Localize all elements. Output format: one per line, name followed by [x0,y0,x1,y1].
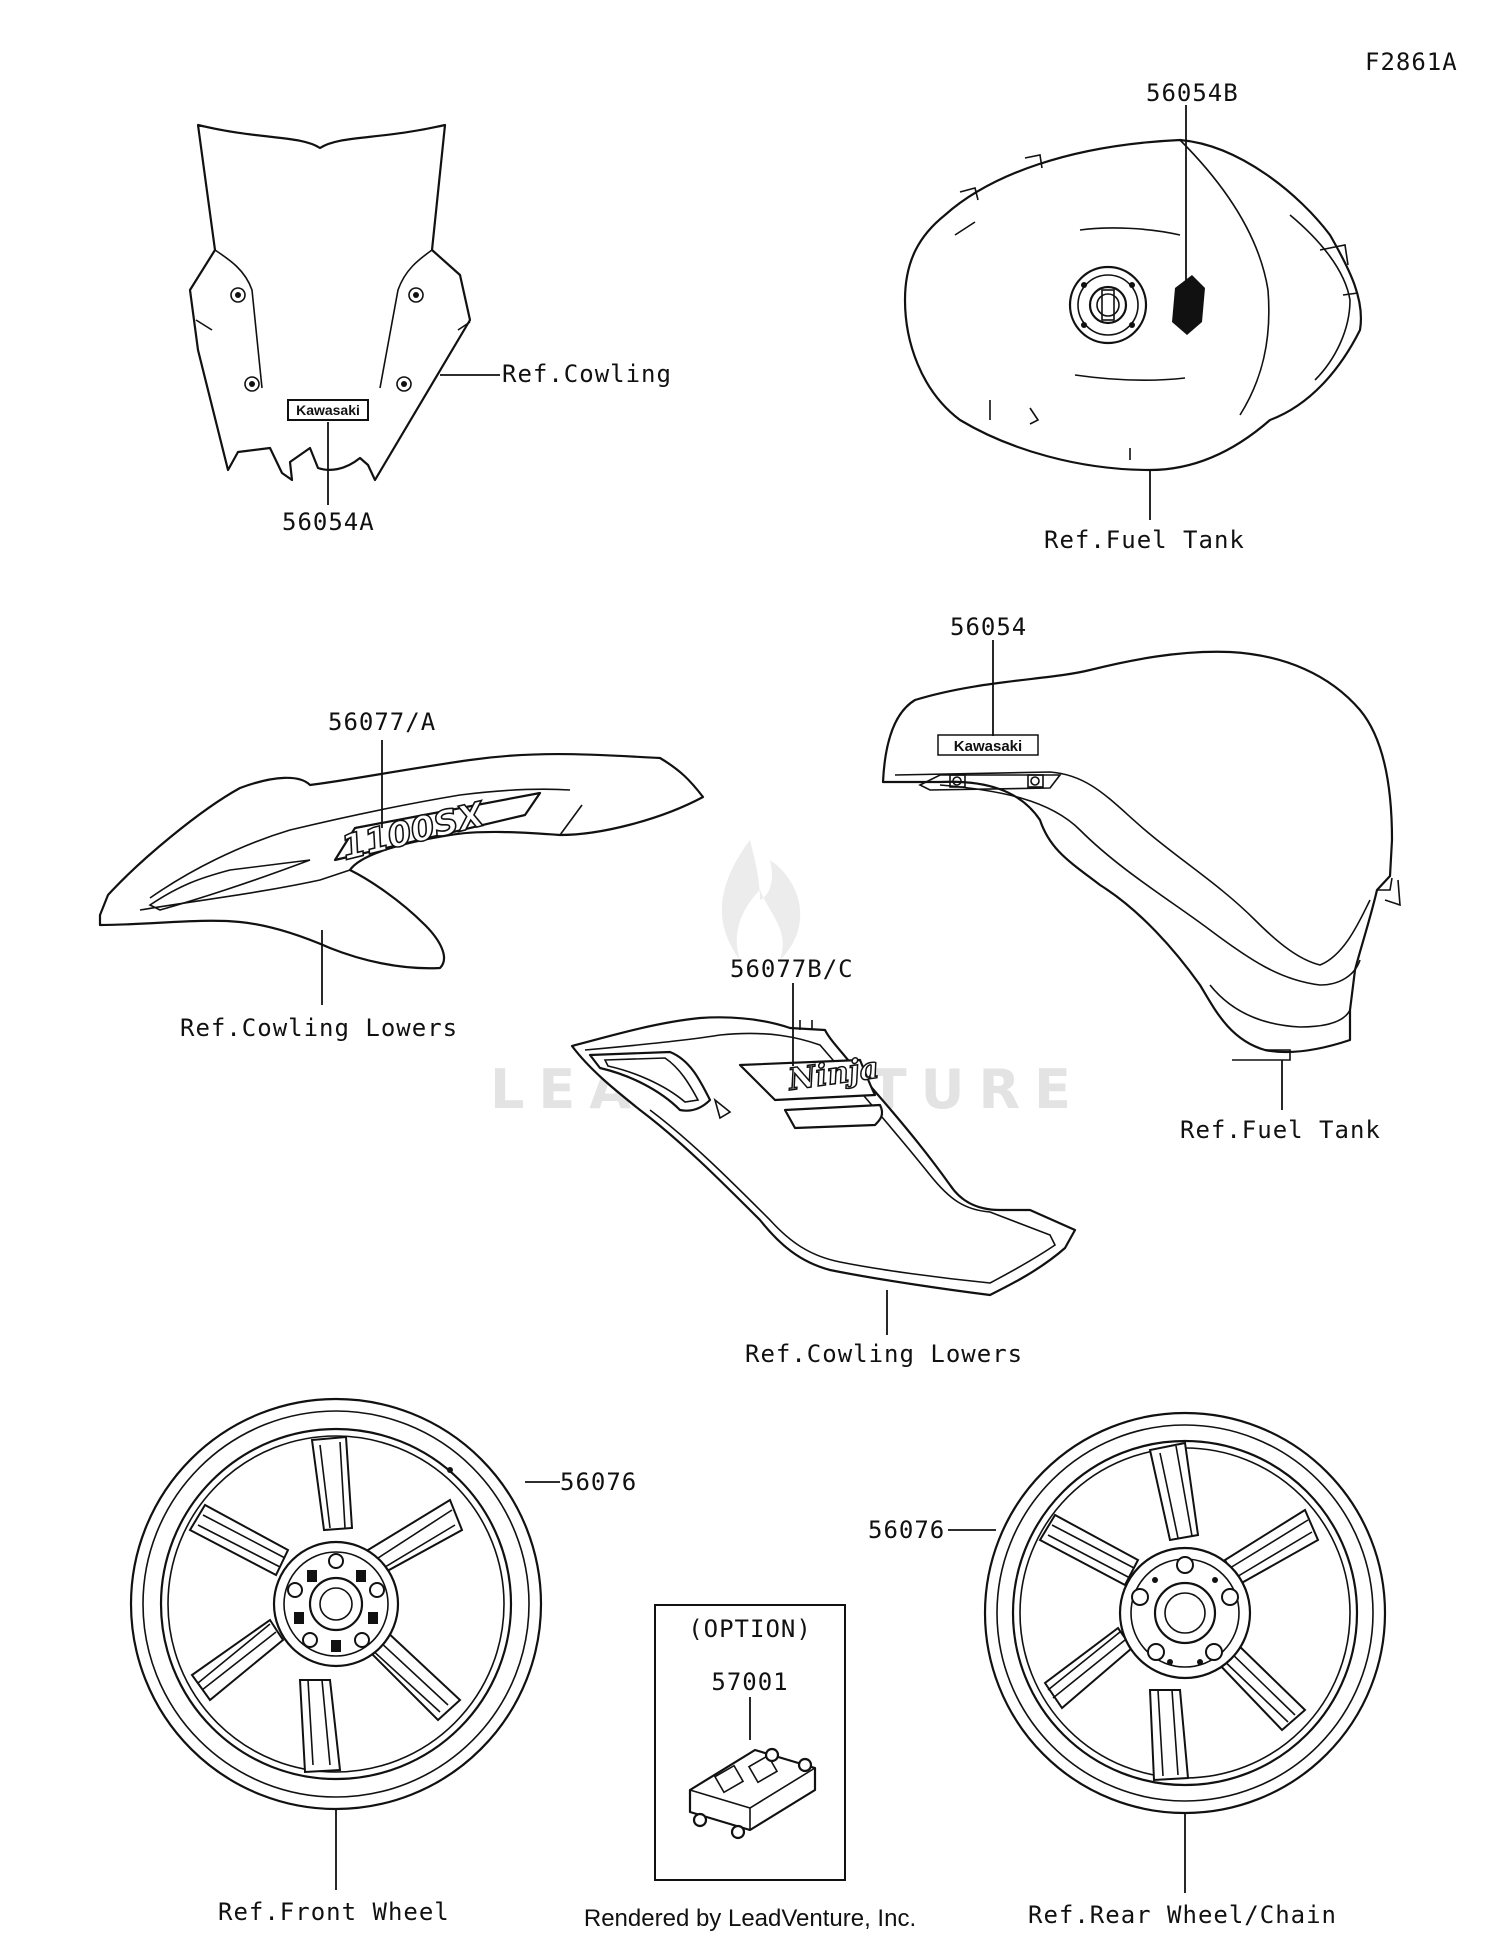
figure-code: F2861A [1365,48,1458,76]
label-56077-A: 56077/A [328,708,436,736]
label-56076-front: 56076 [560,1468,637,1496]
fuel-tank-side: Kawasaki [881,650,1401,1061]
front-wheel [129,1397,543,1811]
rear-wheel [983,1411,1387,1815]
label-56054B: 56054B [1146,79,1239,107]
fuel-tank-top [903,138,1362,472]
label-ref-cowling: Ref.Cowling [502,360,672,388]
label-ref-fuel-tank-side: Ref.Fuel Tank [1180,1116,1381,1144]
windshield-logo-text: Kawasaki [296,402,360,418]
option-title: (OPTION) [688,1615,812,1643]
label-56077B-C: 56077B/C [730,955,854,983]
label-ref-cowling-lowers-left: Ref.Cowling Lowers [180,1014,458,1042]
label-56054A: 56054A [282,508,375,536]
tank-side-logo-text: Kawasaki [954,738,1022,755]
label-57001: 57001 [711,1668,788,1696]
cowling-decal-middle: Ninja [570,1016,1077,1297]
option-part-57001 [688,1747,817,1840]
footer-credit: Rendered by LeadVenture, Inc. [584,1905,916,1932]
tank-side-decal [937,734,1039,756]
label-56076-rear: 56076 [868,1516,945,1544]
label-ref-rear-wheel-chain: Ref.Rear Wheel/Chain [1028,1901,1337,1929]
label-ref-front-wheel: Ref.Front Wheel [218,1898,450,1926]
windshield: Kawasaki [188,123,472,482]
windshield-decal [287,399,369,421]
cowling-decal-left: 1100SX [98,752,705,970]
label-56054: 56054 [950,613,1027,641]
label-ref-fuel-tank-top: Ref.Fuel Tank [1044,526,1245,554]
option-box: (OPTION) 57001 [654,1604,846,1881]
label-ref-cowling-lowers-middle: Ref.Cowling Lowers [745,1340,1023,1368]
tank-top-decal [1172,275,1205,335]
